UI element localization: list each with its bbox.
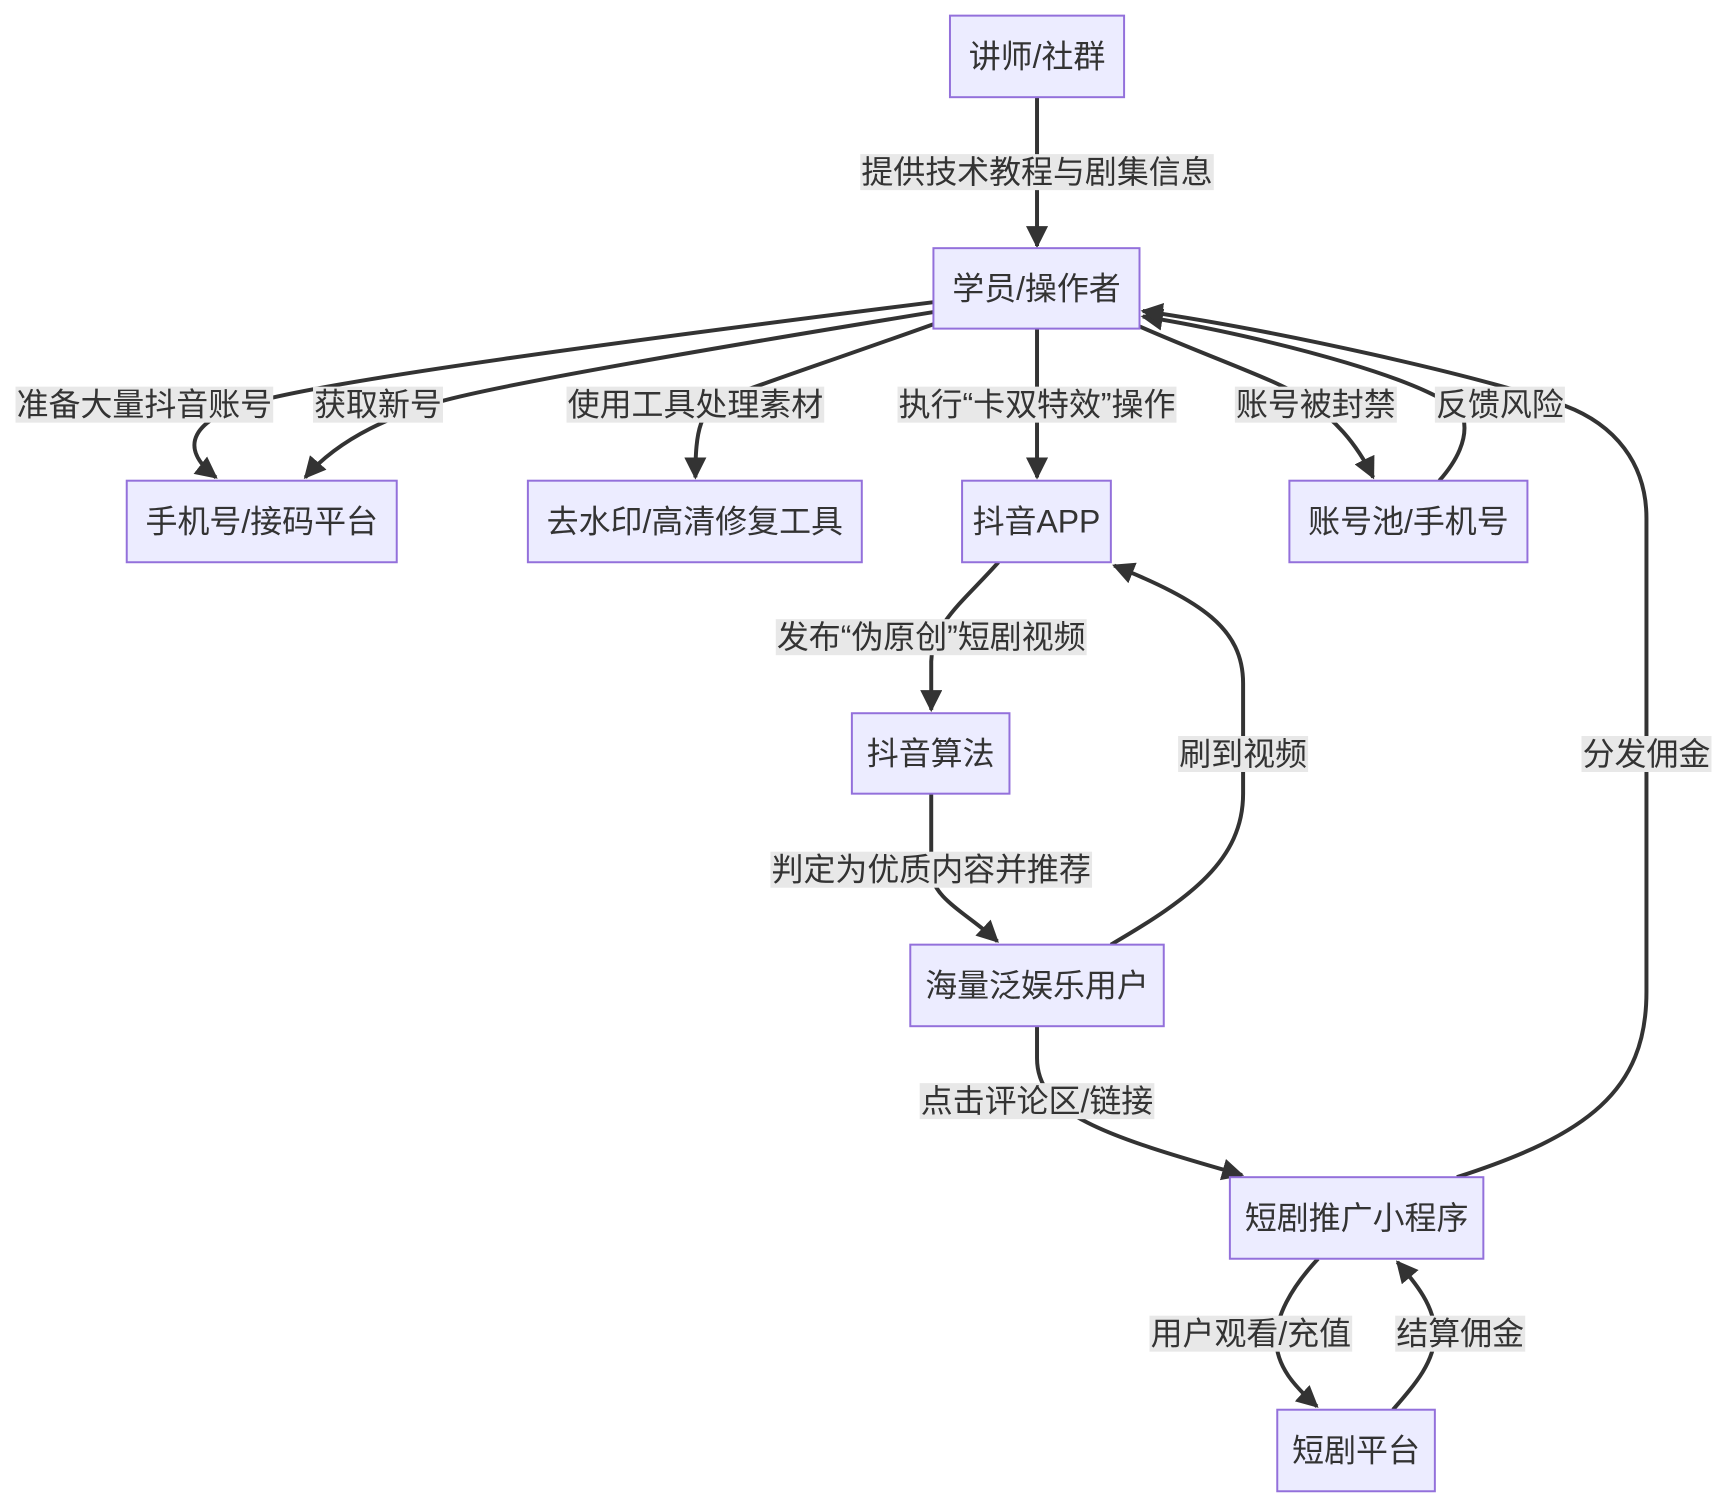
node-account-pool: 账号池/手机号: [1288, 479, 1529, 564]
edge-label-text: 分发佣金: [1583, 736, 1711, 772]
node-box: [850, 712, 1011, 795]
node-box: [948, 14, 1126, 99]
node-label: 抖音算法: [867, 735, 995, 771]
edge-label-background: [897, 386, 1177, 423]
edge-label-see-video: 刷到视频: [1178, 736, 1309, 773]
node-box: [961, 479, 1112, 564]
edge-label-text: 用户观看/充值: [1151, 1316, 1352, 1352]
node-box: [1276, 1408, 1436, 1493]
edge-label-background: [1149, 1315, 1353, 1352]
node-mass-entertainment-users: 海量泛娱乐用户: [909, 943, 1165, 1028]
edge-labels: 提供技术教程与剧集信息 准备大量抖音账号 获取新号 使用工具处理素材 执行“卡双…: [15, 154, 1712, 1352]
edge-label-lecturer-to-student: 提供技术教程与剧集信息: [860, 154, 1214, 191]
edge-label-background: [15, 386, 274, 423]
node-lecturer-community: 讲师/社群: [948, 14, 1126, 99]
edge-label-background: [1178, 736, 1309, 773]
edge-miniprogram-to-student: [1140, 302, 1649, 1180]
edge-label-text: 执行“卡双特效”操作: [899, 387, 1176, 423]
node-label: 手机号/接码平台: [146, 503, 378, 539]
edge-label-settle-commission: 结算佣金: [1395, 1315, 1526, 1352]
edge-label-watch-recharge: 用户观看/充值: [1149, 1315, 1353, 1352]
edge-label-text: 提供技术教程与剧集信息: [861, 154, 1212, 190]
edge-label-background: [770, 851, 1093, 888]
node-box: [526, 479, 863, 564]
edge-label-text: 点击评论区/链接: [921, 1083, 1153, 1119]
node-box: [125, 479, 398, 564]
node-label: 去水印/高清修复工具: [547, 503, 843, 539]
nodes: 讲师/社群 学员/操作者 手机号/接码平台 去水印/高清修复工具 抖音APP 账…: [125, 14, 1529, 1493]
edge-label-background: [919, 1083, 1155, 1120]
edge-label-background: [1234, 386, 1397, 423]
node-drama-promo-miniprogram: 短剧推广小程序: [1228, 1176, 1485, 1260]
edge-label-background: [860, 154, 1214, 191]
node-label: 抖音APP: [973, 503, 1101, 539]
edge-label-text: 判定为优质内容并推荐: [772, 852, 1091, 888]
edge-label-use-tools: 使用工具处理素材: [566, 386, 825, 423]
edge-label-publish-video: 发布“伪原创”短剧视频: [775, 619, 1087, 656]
node-box: [1288, 479, 1529, 564]
node-watermark-removal-tool: 去水印/高清修复工具: [526, 479, 863, 564]
edge-label-click-link: 点击评论区/链接: [919, 1083, 1155, 1120]
node-phone-sms-platform: 手机号/接码平台: [125, 479, 398, 564]
node-label: 短剧推广小程序: [1245, 1200, 1469, 1236]
edge-label-execute-effect: 执行“卡双特效”操作: [897, 386, 1177, 423]
edge-student-to-phone-platform-new-number: [303, 310, 934, 480]
node-douyin-app: 抖音APP: [961, 479, 1112, 564]
node-douyin-algorithm: 抖音算法: [850, 712, 1011, 795]
node-box: [932, 247, 1141, 330]
edge-label-text: 获取新号: [314, 387, 442, 423]
edge-label-prepare-accounts: 准备大量抖音账号: [15, 386, 274, 423]
node-box: [1228, 1176, 1485, 1260]
node-student-operator: 学员/操作者: [932, 247, 1141, 330]
edge-label-background: [313, 386, 443, 423]
edge-label-background: [1395, 1315, 1526, 1352]
node-label: 短剧平台: [1292, 1432, 1420, 1468]
edge-label-text: 刷到视频: [1179, 736, 1307, 772]
edge-label-feedback-risk: 反馈风险: [1434, 386, 1565, 423]
edge-student-to-phone-platform-prepare: [192, 300, 934, 479]
edge-label-background: [775, 619, 1087, 656]
node-label: 账号池/手机号: [1308, 503, 1509, 539]
edge-douyin-app-to-algorithm: [920, 560, 1000, 713]
edge-users-to-miniprogram: [1035, 1026, 1245, 1181]
edge-label-recommend: 判定为优质内容并推荐: [770, 851, 1093, 888]
edge-label-text: 结算佣金: [1396, 1316, 1524, 1352]
edge-label-text: 发布“伪原创”短剧视频: [777, 619, 1086, 655]
edge-label-background: [1434, 386, 1565, 423]
node-short-drama-platform: 短剧平台: [1276, 1408, 1436, 1493]
edge-label-text: 使用工具处理素材: [568, 387, 824, 423]
node-label: 海量泛娱乐用户: [925, 967, 1149, 1003]
edge-label-text: 反馈风险: [1436, 387, 1564, 423]
edge-label-text: 账号被封禁: [1236, 387, 1396, 423]
edge-label-distribute-commission: 分发佣金: [1581, 736, 1712, 773]
edge-label-background: [1581, 736, 1712, 773]
node-box: [909, 943, 1165, 1028]
edge-label-background: [566, 386, 825, 423]
node-label: 讲师/社群: [969, 38, 1106, 74]
edge-label-get-new-number: 获取新号: [313, 386, 443, 423]
edge-label-text: 准备大量抖音账号: [17, 387, 273, 423]
edge-label-account-banned: 账号被封禁: [1234, 386, 1397, 423]
node-label: 学员/操作者: [952, 270, 1121, 306]
